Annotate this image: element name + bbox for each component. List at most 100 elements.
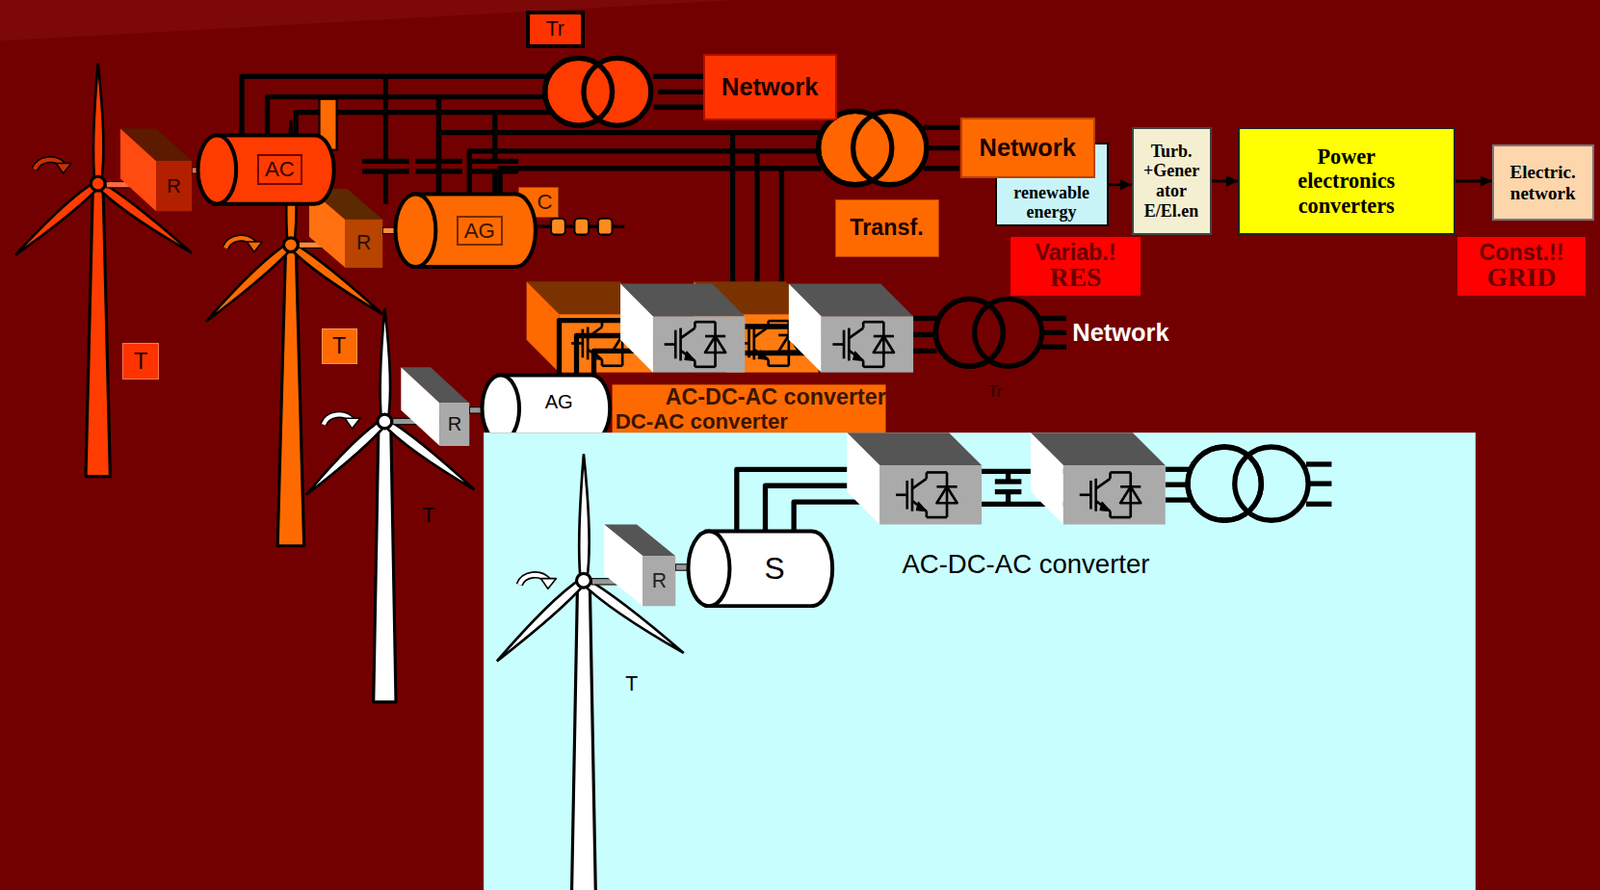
rotation-arrow-head	[344, 418, 361, 429]
label-box: Tr	[525, 10, 585, 49]
transformer-label: Tr	[987, 382, 1002, 401]
igbt-symbol	[847, 328, 851, 362]
rotor-box-face: R	[344, 219, 383, 268]
node-text: Variab.!	[1034, 240, 1116, 264]
igbt-symbol	[832, 342, 843, 346]
tower-label-box: T	[321, 328, 358, 365]
node-text: T	[332, 333, 346, 360]
rotor-box-side	[120, 128, 157, 211]
igbt-symbol	[1079, 493, 1091, 497]
wire	[241, 76, 551, 134]
turbine-tower	[85, 183, 110, 477]
wire	[657, 89, 705, 95]
capacitor-plate	[995, 478, 1023, 484]
slide-panel	[483, 432, 1476, 890]
converter-side	[526, 281, 560, 372]
turbine-blade	[306, 419, 388, 496]
node-text: AC	[257, 154, 303, 185]
flow-box: Electric. network	[1492, 144, 1595, 220]
node-text: Electric. network	[1496, 161, 1590, 205]
igbt-symbol	[1128, 472, 1132, 518]
converter-front	[821, 315, 914, 372]
wire	[913, 315, 937, 321]
turbine-blade	[497, 577, 586, 661]
warning-box: Const.!!GRID	[1457, 236, 1586, 296]
igbt-symbol	[1089, 480, 1093, 510]
rotation-arrow-head	[55, 162, 72, 174]
turbine-hub	[577, 573, 592, 588]
transformer-coil	[545, 57, 613, 126]
turbine-blade	[578, 453, 589, 580]
igbt-symbol	[694, 365, 715, 368]
node-text: AG	[545, 391, 574, 414]
igbt-symbol	[1110, 471, 1131, 474]
transformer-coil	[935, 298, 1003, 367]
node-text: Transf.	[849, 214, 923, 241]
turbine-hub	[283, 237, 298, 253]
igbt-symbol	[1096, 500, 1111, 512]
tower-label: T	[422, 503, 436, 527]
igbt-symbol	[768, 364, 789, 368]
igbt-symbol	[912, 478, 927, 490]
capacitor-plate	[362, 158, 410, 164]
wire	[1165, 467, 1190, 473]
wire	[1040, 344, 1066, 350]
converter-side	[788, 283, 822, 372]
wire	[913, 348, 937, 354]
capacitor-lead	[492, 112, 498, 162]
node-text: AG	[456, 215, 503, 247]
igbt-symbol	[713, 321, 717, 368]
turbine-blade	[206, 242, 293, 322]
node-text: RES	[1049, 263, 1102, 292]
wire	[1043, 330, 1067, 336]
node-text: R	[166, 175, 182, 198]
node-text: Const.!!	[1478, 240, 1564, 264]
wire	[730, 132, 735, 307]
rotor-box-front	[156, 160, 192, 211]
network-label: Network	[1072, 318, 1169, 347]
igbt-arrow	[1100, 501, 1111, 512]
rotation-arrow-head	[246, 241, 263, 253]
resistor-symbol	[550, 218, 566, 236]
converter-front	[1063, 465, 1166, 525]
igbt-arrow	[916, 501, 927, 512]
wire	[1308, 480, 1332, 486]
converter-side	[1030, 432, 1064, 525]
rotor-box-face: R	[642, 555, 676, 606]
turbine-hub	[90, 176, 105, 191]
converter-front	[653, 315, 745, 372]
node-text: R	[652, 569, 667, 593]
igbt-symbol	[768, 319, 789, 323]
rotor-box-face: R	[156, 160, 192, 211]
transformer-coil	[818, 110, 892, 184]
generator-cylinder: AG	[393, 191, 538, 270]
flow-arrow	[1211, 180, 1238, 184]
igbt-symbol	[694, 320, 715, 324]
wire	[1165, 497, 1190, 502]
igbt-symbol	[602, 364, 623, 368]
transformer-coil	[583, 57, 652, 126]
diode-symbol	[705, 336, 726, 353]
wire	[267, 97, 551, 135]
igbt-symbol	[863, 365, 884, 368]
diode-symbol	[1120, 486, 1141, 503]
generator-cylinder: AC	[195, 132, 337, 207]
igbt-symbol	[681, 350, 696, 362]
transformer-label-box: Transf.	[835, 199, 940, 258]
wire	[653, 104, 705, 110]
igbt-symbol	[905, 480, 909, 510]
igbt-symbol	[679, 328, 682, 362]
rotor-box-front	[344, 219, 383, 268]
cylinder-end	[687, 530, 730, 606]
cylinder-end	[198, 134, 237, 204]
warning-box: Variab.!RES	[1010, 236, 1142, 296]
converter-caption: AC-DC-AC converter	[901, 549, 1150, 580]
rotor-box-side	[400, 367, 440, 446]
igbt-symbol	[926, 471, 947, 474]
capacitor-lead	[1005, 492, 1011, 505]
igbt-symbol	[945, 472, 949, 518]
converter-front	[879, 465, 982, 525]
node-text: Network	[721, 73, 818, 102]
